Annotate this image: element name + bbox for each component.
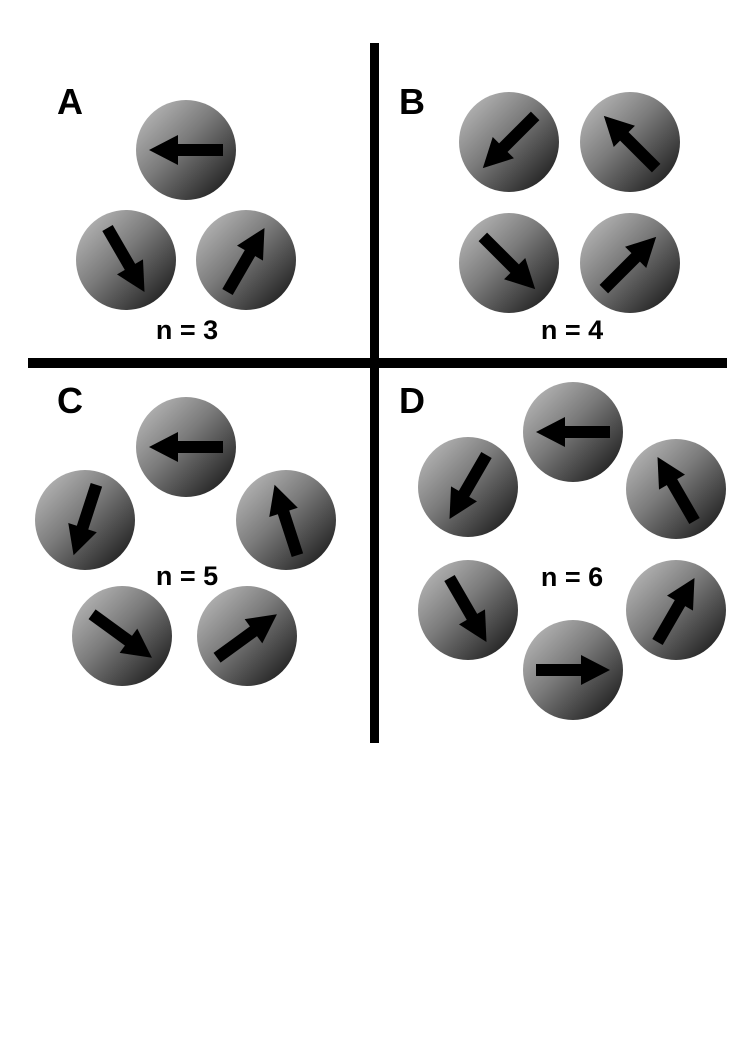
spin-d-2: [418, 437, 518, 537]
spin-count-label-b: n = 4: [541, 315, 603, 345]
spin-b-3: [459, 213, 559, 313]
horizontal-divider: [28, 358, 727, 368]
spin-d-5-arrow-icon: [652, 577, 695, 646]
spin-d-2-arrow-icon: [449, 451, 492, 520]
spin-d-5: [626, 560, 726, 660]
spin-count-label-a: n = 3: [156, 315, 218, 345]
spin-b-2-arrow-icon: [603, 115, 661, 173]
spin-d-6-arrow-icon: [536, 655, 610, 685]
spin-d-1: [523, 382, 623, 482]
spin-b-1: [459, 92, 559, 192]
spin-b-3-arrow-icon: [478, 232, 536, 290]
spin-b-1-arrow-icon: [482, 111, 540, 169]
panel-letter-c: C: [57, 380, 83, 421]
spins-panel-b: [459, 92, 680, 313]
spin-d-3: [626, 439, 726, 539]
vertical-divider: [370, 43, 379, 743]
spin-d-4-arrow-icon: [444, 574, 487, 643]
panel-letter-d: D: [399, 380, 425, 421]
spin-a-1: [136, 100, 236, 200]
spins-panel-c: [35, 397, 336, 686]
spins-panel-d: [418, 382, 726, 720]
spin-d-3-arrow-icon: [657, 456, 700, 525]
spin-c-2: [35, 470, 135, 570]
spin-b-4-arrow-icon: [599, 236, 657, 294]
panel-letter-a: A: [57, 81, 83, 122]
spin-d-6: [523, 620, 623, 720]
spin-b-4: [580, 213, 680, 313]
spin-d-4: [418, 560, 518, 660]
spin-c-1: [136, 397, 236, 497]
spin-a-2-arrow-icon: [102, 224, 145, 293]
spin-c-5: [197, 586, 297, 686]
panel-b: B n = 4: [399, 81, 680, 345]
spin-c-4-arrow-icon: [88, 609, 152, 658]
spin-c-5-arrow-icon: [213, 614, 277, 663]
spin-a-3-arrow-icon: [222, 227, 265, 296]
panel-c: C n = 5: [35, 380, 336, 686]
spin-d-1-arrow-icon: [536, 417, 610, 447]
spin-count-label-c: n = 5: [156, 561, 218, 591]
spin-a-1-arrow-icon: [149, 135, 223, 165]
spin-c-4: [72, 586, 172, 686]
spin-a-2: [76, 210, 176, 310]
spin-c-2-arrow-icon: [68, 482, 103, 556]
spin-a-3: [196, 210, 296, 310]
panel-letter-b: B: [399, 81, 425, 122]
spin-c-3-arrow-icon: [269, 484, 304, 558]
spin-count-label-d: n = 6: [541, 562, 603, 592]
panel-d: D n = 6: [399, 380, 726, 720]
spins-panel-a: [76, 100, 296, 310]
panel-a: A n = 3: [57, 81, 296, 345]
spin-b-2: [580, 92, 680, 192]
spin-c-3: [236, 470, 336, 570]
spin-c-1-arrow-icon: [149, 432, 223, 462]
